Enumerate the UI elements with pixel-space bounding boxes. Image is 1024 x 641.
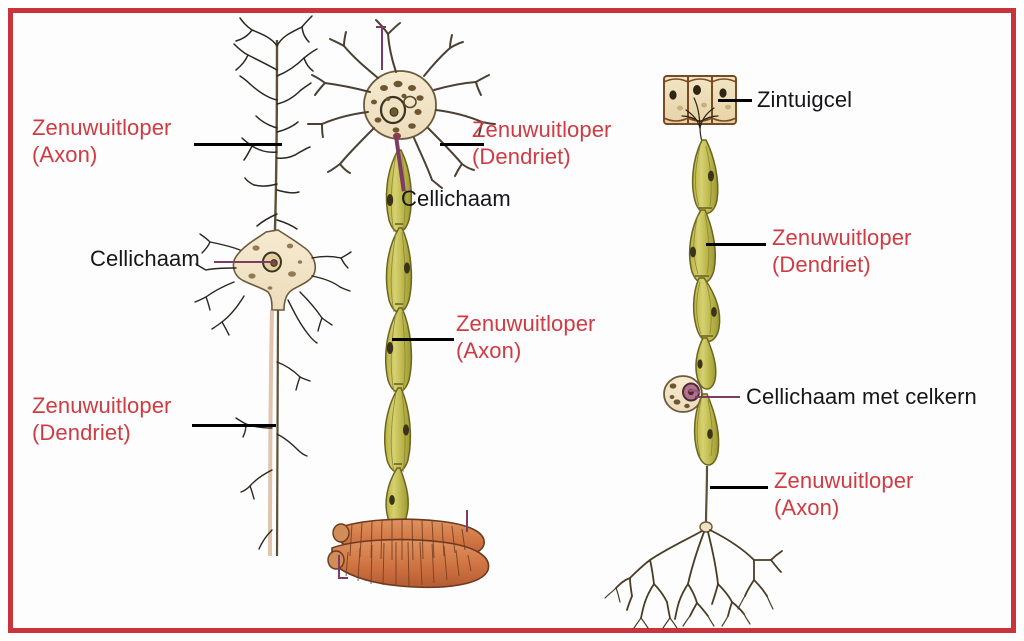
label-axon-left-line2: (Axon) xyxy=(32,141,98,167)
label-cellichaam-celkern-right-line1: Cellichaam met celkern xyxy=(746,384,977,409)
label-dendriet-left-line1: Zenuwuitloper xyxy=(32,393,172,418)
leader-dendriet-middle-tip xyxy=(376,26,386,28)
right-neuron-illustration xyxy=(604,75,783,629)
leader-zintuigcel-right xyxy=(718,99,752,102)
label-axon-left: Zenuwuitloper (Axon) xyxy=(32,115,172,169)
label-zintuigcel-right: Zintuigcel xyxy=(757,87,852,114)
myelin-sheath-right xyxy=(688,139,721,390)
label-zintuigcel-right-line1: Zintuigcel xyxy=(757,87,853,112)
leader-axon-middle xyxy=(392,338,454,341)
leader-axon-right xyxy=(710,486,768,489)
label-cellichaam-middle-line1: Cellichaam xyxy=(401,186,511,211)
label-dendriet-middle-line1: Zenuwuitloper xyxy=(472,117,612,142)
label-dendriet-right-line1: Zenuwuitloper xyxy=(772,225,912,250)
label-dendriet-right: Zenuwuitloper (Dendriet) xyxy=(772,225,912,279)
label-cellichaam-middle: Cellichaam xyxy=(401,186,511,213)
middle-neuron-illustration xyxy=(307,19,496,589)
label-dendriet-middle-line2: (Dendriet) xyxy=(472,143,571,169)
figure-border xyxy=(8,8,1016,633)
left-neuron-illustration xyxy=(194,15,352,557)
leader-dendriet-right xyxy=(706,243,766,246)
leader-muscle-middle-tip xyxy=(338,577,348,579)
sensory-cells-illustration xyxy=(663,75,737,143)
leader-cellichaam-left xyxy=(214,261,276,263)
leader-dendriet-middle-top xyxy=(381,26,383,70)
label-axon-middle: Zenuwuitloper (Axon) xyxy=(456,311,596,365)
leader-muscle-middle xyxy=(338,555,340,579)
label-cellichaam-celkern-right: Cellichaam met celkern xyxy=(746,384,977,411)
label-dendriet-middle: Zenuwuitloper (Dendriet) xyxy=(472,117,612,171)
label-cellichaam-left-line1: Cellichaam xyxy=(90,246,200,271)
label-axon-middle-line2: (Axon) xyxy=(456,337,522,363)
label-dendriet-left-line2: (Dendriet) xyxy=(32,419,131,445)
leader-axon-left xyxy=(194,143,282,146)
label-cellichaam-left: Cellichaam xyxy=(90,246,200,273)
label-axon-middle-line1: Zenuwuitloper xyxy=(456,311,596,336)
leader-dendriet-left xyxy=(192,424,276,427)
label-dendriet-left: Zenuwuitloper (Dendriet) xyxy=(32,393,172,447)
leader-endplate-middle xyxy=(466,510,468,532)
leader-dendriet-middle xyxy=(440,143,484,146)
label-axon-right-line2: (Axon) xyxy=(774,494,840,520)
leader-cellichaam-celkern-right xyxy=(695,396,740,398)
label-axon-right: Zenuwuitloper (Axon) xyxy=(774,468,914,522)
label-axon-left-line1: Zenuwuitloper xyxy=(32,115,172,140)
label-axon-right-line1: Zenuwuitloper xyxy=(774,468,914,493)
label-dendriet-right-line2: (Dendriet) xyxy=(772,251,871,277)
muscle-fiber-illustration xyxy=(327,518,490,589)
